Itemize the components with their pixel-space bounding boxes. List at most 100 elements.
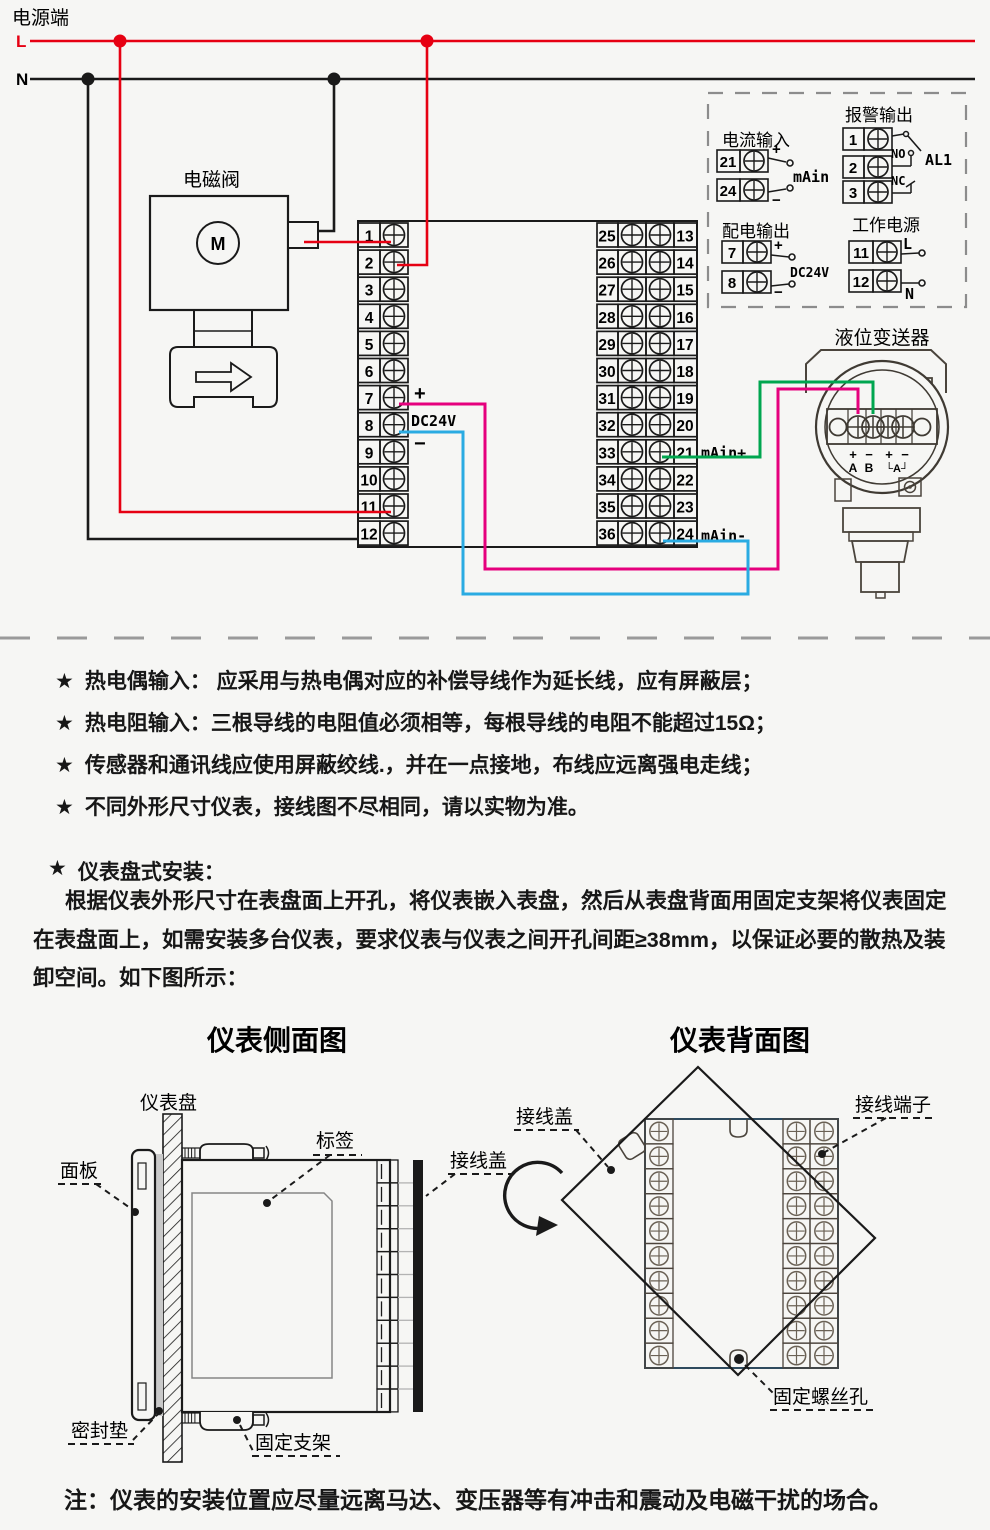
terminal-number: 20 <box>676 418 693 435</box>
back-view-figure: 仪表背面图 接线盖 接线端子 固定螺丝孔 <box>503 1025 936 1411</box>
screw-terminal-icon <box>746 271 768 293</box>
dc24v-plus: + <box>414 383 426 405</box>
dist-output-title: 配电输出 <box>722 222 790 241</box>
screw-terminal-icon <box>649 1221 669 1242</box>
tag-label: 标签 <box>316 1130 354 1152</box>
terminal-number: 21 <box>676 445 694 462</box>
terminal-number: 12 <box>360 527 377 544</box>
terminal-number: 7 <box>365 391 374 408</box>
screw-terminal-icon <box>648 359 672 382</box>
terminal-number: 21 <box>720 154 737 171</box>
dc24v-minus: − <box>414 433 426 455</box>
terminal-number: 11 <box>853 245 869 262</box>
dc24v-label: DC24V <box>411 412 456 430</box>
screw-terminal-icon <box>382 494 406 518</box>
level-transmitter: 液位变送器 + − + − A B └A┘ <box>805 327 950 599</box>
note-bullet: ★热电偶输入： 应采用与热电偶对应的补偿导线作为延长线，应有屏蔽层； <box>55 671 965 693</box>
bottom-bracket <box>199 1412 254 1431</box>
screw-terminal-icon <box>382 250 406 274</box>
solenoid-connector <box>287 221 319 249</box>
screw-terminal-icon <box>814 1320 834 1341</box>
screw-terminal-icon <box>382 223 406 247</box>
screw-terminal-icon <box>649 1121 669 1142</box>
screw-terminal-icon <box>814 1246 834 1266</box>
terminal-number: 30 <box>598 364 615 381</box>
terminal-number: 13 <box>676 229 694 246</box>
top-bracket <box>199 1143 254 1160</box>
screw-terminal-icon <box>620 521 644 545</box>
side-view-figure: 仪表侧面图 仪表盘 标签 <box>58 1025 512 1463</box>
screw-terminal-icon <box>620 413 644 437</box>
screw-terminal-icon <box>649 1171 669 1192</box>
screw-terminal-icon <box>620 250 644 274</box>
neutral-wire-to-solenoid <box>317 79 336 233</box>
terminal-number: 5 <box>365 337 374 354</box>
plus-sign: + <box>772 141 781 158</box>
valve-body <box>169 346 278 408</box>
terminal-number: 14 <box>676 256 694 273</box>
minus-sign: − <box>774 284 783 301</box>
current-input-title: 电流输入 <box>722 131 790 150</box>
sign: + <box>849 447 857 462</box>
screw-terminal-icon <box>786 1171 807 1192</box>
screw-terminal-icon <box>814 1196 834 1217</box>
screw-terminal-icon <box>648 223 672 247</box>
pink-loop-wire <box>399 387 860 571</box>
minus-sign: − <box>772 192 781 209</box>
terminal-number: 33 <box>598 445 616 462</box>
plus-sign: + <box>774 237 783 254</box>
screw-terminal-icon <box>786 1196 807 1217</box>
screw-terminal-icon <box>648 440 672 464</box>
screw-terminal-icon <box>382 521 406 545</box>
blue-signal-wire <box>399 430 750 596</box>
terminal-number: 2 <box>365 256 374 273</box>
terminal-number: 24 <box>676 527 694 544</box>
seal-label: 密封垫 <box>71 1420 128 1442</box>
screw-terminal-icon <box>620 386 644 409</box>
screw-terminal-icon <box>620 467 644 491</box>
note-bullet: ★不同外形尺寸仪表，接线图不尽相同，请以实物为准。 <box>55 797 965 819</box>
terminal-number: 12 <box>853 274 870 291</box>
terminal-number: 10 <box>360 472 377 489</box>
screw-terminal-icon <box>743 179 765 201</box>
no-label: NO <box>891 147 905 161</box>
terminal-number: 9 <box>365 445 374 462</box>
screw-terminal-icon <box>814 1295 834 1316</box>
gasket-strip <box>155 1154 163 1416</box>
mount-paragraph: 根据仪表外形尺寸在表盘面上开孔，将仪表嵌入表盘，然后从表盘背面用固定支架将仪表固… <box>33 889 947 990</box>
alarm-output-title: 报警输出 <box>845 106 913 125</box>
terminal-number: 27 <box>598 283 615 300</box>
terminal-number: 34 <box>598 472 616 489</box>
terminal-number: 6 <box>365 364 374 381</box>
note-text: 传感器和通讯线应使用屏蔽绞线.，并在一点接地，布线应远离强电走线； <box>84 754 763 777</box>
star-icon: ★ <box>48 857 67 880</box>
screw-terminal-icon <box>814 1221 834 1242</box>
star-icon: ★ <box>55 712 74 735</box>
screw-terminal-icon <box>814 1121 834 1142</box>
screw-hole-label: 固定螺丝孔 <box>773 1386 868 1408</box>
screw-terminal-icon <box>867 181 889 203</box>
terminal-number: 19 <box>676 391 694 408</box>
note-bullet: ★ 热电阻输入：三根导线的电阻值必须相等，每根导线的电阻不能超过15Ω； <box>55 713 965 735</box>
note-text: 热电偶输入： 应采用与热电偶对应的补偿导线作为延长线，应有屏蔽层； <box>84 670 763 693</box>
back-view-title: 仪表背面图 <box>669 1025 810 1057</box>
work-power-section: 工作电源 11 12 L N <box>848 216 926 303</box>
terminal-number: 7 <box>728 245 736 262</box>
screw-terminal-icon <box>649 1295 669 1316</box>
wiring-cover-outline <box>560 1065 877 1377</box>
screw-terminal-icon <box>382 277 406 301</box>
screw-terminal-icon <box>620 223 644 247</box>
terminal-detail-box: 电流输入 21 24 + − mAin 报警输出 <box>706 91 968 309</box>
terminal-number: 28 <box>598 310 616 327</box>
terminal-number: 35 <box>598 500 616 517</box>
screw-terminal-icon <box>382 413 406 437</box>
rotate-arrow-icon <box>503 1160 564 1231</box>
terminal-number: 32 <box>598 418 615 435</box>
terminal-label: 接线端子 <box>855 1094 931 1116</box>
main-plus-label: mAin+ <box>701 444 746 462</box>
note-text: 热电阻输入：三根导线的电阻值必须相等，每根导线的电阻不能超过15Ω； <box>84 712 777 735</box>
line-l-label: L <box>16 32 26 51</box>
screw-terminal-icon <box>743 150 765 172</box>
screw-terminal-icon <box>786 1221 807 1242</box>
